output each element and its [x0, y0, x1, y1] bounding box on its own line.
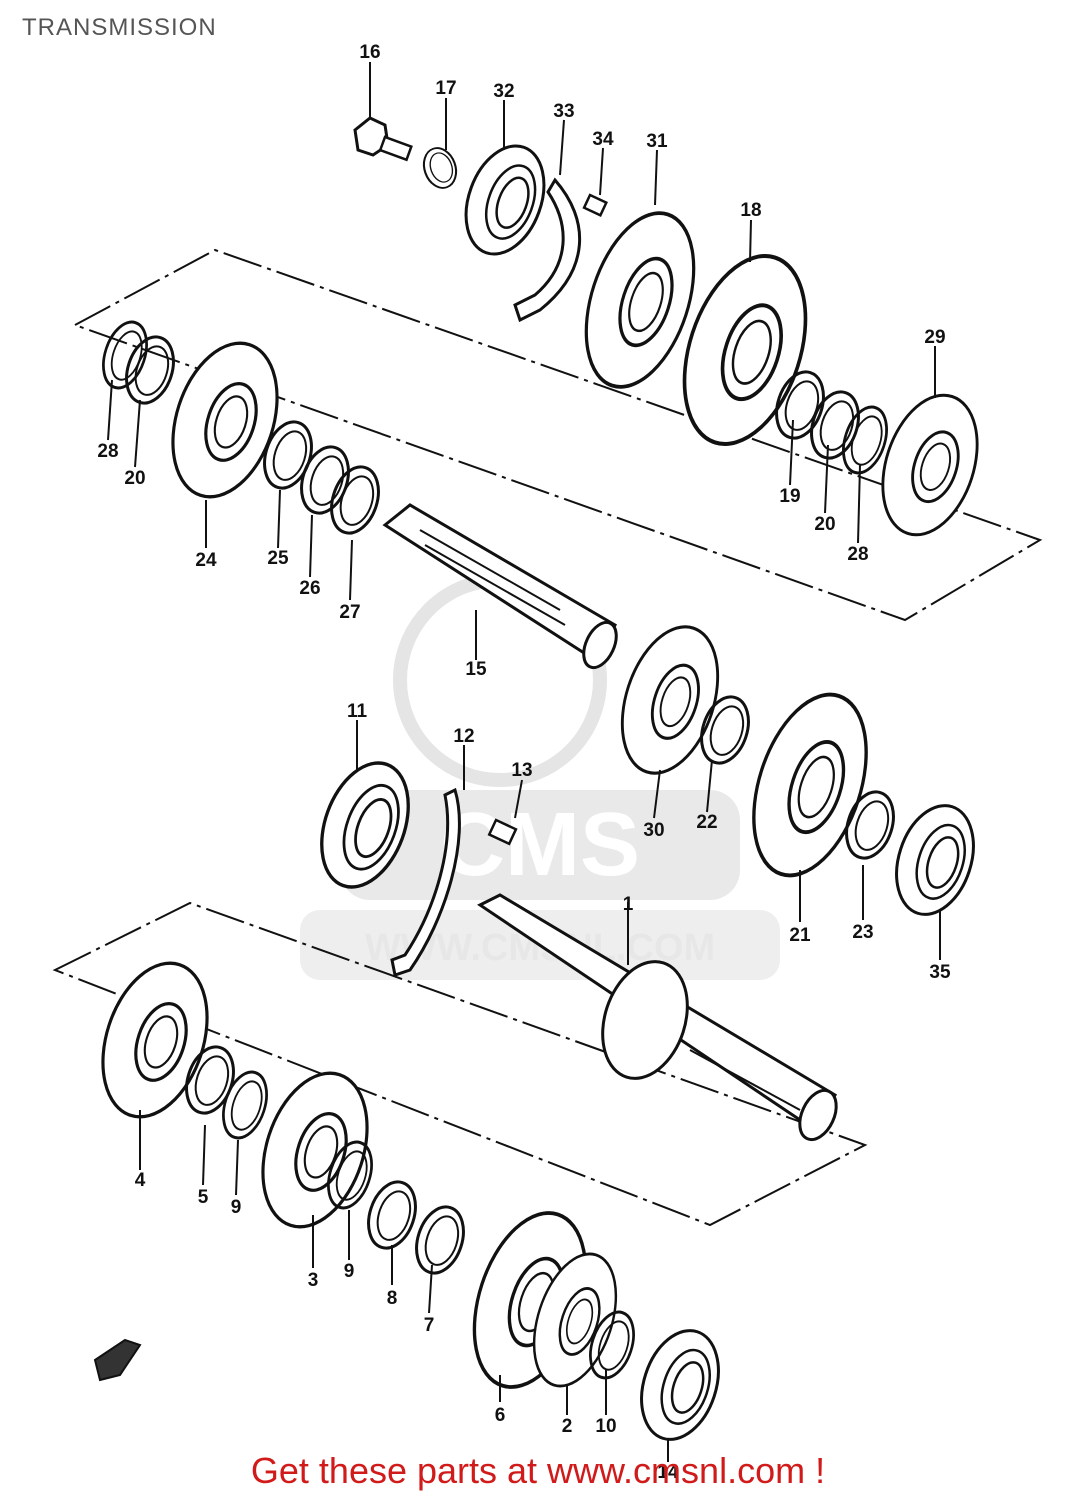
bearing-11 — [304, 749, 426, 901]
label-22: 22 — [696, 812, 717, 833]
label-14: 14 — [657, 1462, 679, 1483]
label-29: 29 — [924, 327, 945, 348]
label-20-right: 20 — [814, 514, 835, 535]
label-21: 21 — [789, 925, 811, 946]
label-16: 16 — [359, 42, 380, 63]
label-9-right: 9 — [344, 1261, 355, 1282]
label-28-right: 28 — [847, 544, 868, 565]
label-17: 17 — [435, 78, 456, 99]
label-15: 15 — [465, 659, 487, 680]
label-1: 1 — [623, 894, 634, 915]
countershaft-15 — [382, 503, 618, 670]
label-19: 19 — [779, 486, 800, 507]
label-20-left: 20 — [124, 468, 145, 489]
label-34: 34 — [592, 129, 614, 150]
label-24: 24 — [195, 550, 217, 571]
label-11: 11 — [347, 701, 368, 722]
washer-27 — [322, 459, 388, 541]
gear-24 — [152, 328, 298, 512]
label-18: 18 — [740, 200, 761, 221]
gear-4 — [82, 948, 228, 1132]
gear-29 — [864, 381, 996, 549]
circlip-28-left — [94, 315, 156, 395]
front-arrow-icon — [93, 1338, 142, 1382]
label-10: 10 — [595, 1416, 616, 1437]
label-13: 13 — [511, 760, 532, 781]
label-28-left: 28 — [97, 441, 118, 462]
label-25: 25 — [267, 548, 289, 569]
label-31: 31 — [646, 131, 668, 152]
watermark-brand: CMS — [440, 795, 640, 895]
label-5: 5 — [198, 1187, 209, 1208]
label-35: 35 — [929, 962, 951, 983]
washer-26 — [292, 439, 358, 521]
circlip-9-left — [214, 1065, 276, 1145]
label-7: 7 — [424, 1315, 435, 1336]
bearing-14 — [626, 1319, 734, 1451]
stopper-33 — [513, 177, 582, 323]
washer-8 — [359, 1174, 425, 1256]
label-26: 26 — [299, 578, 320, 599]
screw-13 — [487, 818, 518, 846]
gear-30 — [603, 613, 737, 787]
label-27: 27 — [339, 602, 360, 623]
countershaft-group-outline — [72, 248, 1043, 622]
label-2: 2 — [562, 1416, 573, 1437]
mainshaft-group-outline — [52, 901, 868, 1227]
label-3: 3 — [308, 1270, 319, 1291]
bolt-16 — [353, 116, 413, 162]
label-23: 23 — [852, 922, 873, 943]
mainshaft-1 — [477, 893, 838, 1142]
label-4: 4 — [135, 1170, 146, 1191]
label-30: 30 — [643, 820, 664, 841]
parts-footer-link[interactable]: Get these parts at www.cmsnl.com ! — [250, 1450, 826, 1491]
label-12: 12 — [453, 726, 474, 747]
bearing-32 — [450, 133, 560, 267]
label-32: 32 — [493, 81, 514, 102]
leader-lines — [107, 62, 941, 1462]
washer-20-left — [117, 329, 183, 411]
label-6: 6 — [495, 1405, 506, 1426]
washer-20-right — [802, 384, 868, 466]
label-33: 33 — [553, 101, 574, 122]
diagram-title: TRANSMISSION — [22, 14, 217, 41]
bushing-7 — [407, 1199, 473, 1281]
label-8: 8 — [387, 1288, 398, 1309]
part-number-labels: 16 17 32 33 34 31 18 29 19 20 28 28 20 2… — [97, 42, 951, 1483]
washer-17 — [417, 142, 463, 194]
bearing-35 — [881, 794, 989, 926]
stopper-12 — [390, 787, 461, 977]
screw-34 — [582, 193, 608, 217]
label-9-left: 9 — [231, 1197, 242, 1218]
